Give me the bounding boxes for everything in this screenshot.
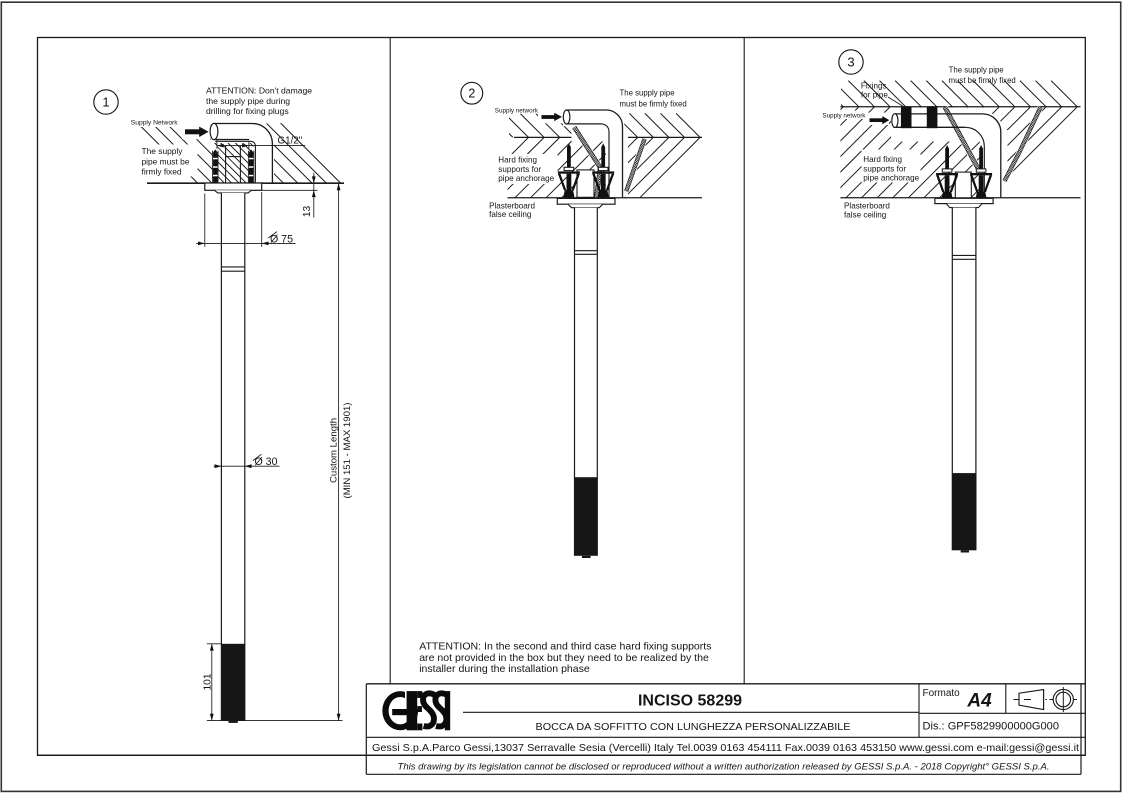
svg-text:13: 13 bbox=[302, 206, 313, 218]
svg-text:(MIN 151 - MAX 1901): (MIN 151 - MAX 1901) bbox=[342, 403, 353, 499]
svg-text:Fixings: Fixings bbox=[861, 82, 887, 91]
svg-text:Formato: Formato bbox=[923, 688, 961, 699]
svg-text:The supply: The supply bbox=[142, 146, 184, 156]
svg-text:drilling for fixing plugs: drilling for fixing plugs bbox=[206, 106, 289, 116]
svg-text:installer during the installat: installer during the installation phase bbox=[419, 663, 590, 675]
svg-text:supports for: supports for bbox=[498, 165, 541, 174]
svg-text:Ø 75: Ø 75 bbox=[270, 233, 293, 245]
svg-text:Gessi S.p.A.Parco Gessi,13037: Gessi S.p.A.Parco Gessi,13037 Serravalle… bbox=[372, 743, 1079, 754]
svg-text:false ceiling: false ceiling bbox=[844, 211, 886, 220]
svg-text:2: 2 bbox=[468, 87, 475, 101]
svg-text:Plasterboard: Plasterboard bbox=[844, 202, 890, 211]
svg-text:Custom Length: Custom Length bbox=[329, 418, 340, 483]
svg-text:the supply pipe during: the supply pipe during bbox=[206, 96, 290, 106]
svg-text:ATTENTION: In the second and t: ATTENTION: In the second and third case … bbox=[419, 641, 711, 653]
svg-text:Supply network: Supply network bbox=[822, 113, 866, 120]
svg-text:This drawing by its legislatio: This drawing by its legislation cannot b… bbox=[398, 761, 1050, 771]
svg-text:Ø 30: Ø 30 bbox=[255, 456, 278, 468]
svg-text:Hard fixing: Hard fixing bbox=[498, 156, 537, 165]
svg-text:ATTENTION: Don't damage: ATTENTION: Don't damage bbox=[206, 86, 312, 96]
svg-text:Supply Network: Supply Network bbox=[131, 120, 178, 127]
svg-text:pipe must be: pipe must be bbox=[142, 156, 190, 166]
svg-text:for pipe: for pipe bbox=[861, 91, 888, 100]
svg-text:Supply network: Supply network bbox=[495, 107, 539, 114]
svg-text:pipe anchorage: pipe anchorage bbox=[863, 174, 919, 183]
svg-text:The supply pipe: The supply pipe bbox=[949, 66, 1004, 75]
svg-text:1: 1 bbox=[102, 95, 109, 110]
svg-text:must be firmly fixed: must be firmly fixed bbox=[620, 99, 687, 108]
svg-text:Plasterboard: Plasterboard bbox=[489, 201, 535, 210]
svg-text:INCISO 58299: INCISO 58299 bbox=[638, 693, 742, 710]
svg-text:pipe anchorage: pipe anchorage bbox=[498, 174, 554, 183]
svg-text:supports for: supports for bbox=[863, 164, 906, 173]
svg-text:3: 3 bbox=[847, 55, 854, 70]
svg-text:Hard fixing: Hard fixing bbox=[863, 155, 902, 164]
svg-text:firmly fixed: firmly fixed bbox=[142, 166, 182, 176]
svg-text:false ceiling: false ceiling bbox=[489, 210, 531, 219]
svg-text:101: 101 bbox=[202, 673, 213, 690]
svg-text:The supply pipe: The supply pipe bbox=[620, 89, 675, 98]
svg-text:are not provided in the box bu: are not provided in the box but they nee… bbox=[419, 652, 709, 664]
svg-text:A4: A4 bbox=[966, 691, 992, 712]
svg-text:must be firmly fixed: must be firmly fixed bbox=[949, 76, 1016, 85]
svg-text:BOCCA DA SOFFITTO CON LUNGHEZZ: BOCCA DA SOFFITTO CON LUNGHEZZA PERSONAL… bbox=[536, 722, 851, 733]
svg-text:Dis.: GPF5829900000G000: Dis.: GPF5829900000G000 bbox=[923, 721, 1060, 733]
svg-text:G1/2": G1/2" bbox=[278, 136, 303, 147]
